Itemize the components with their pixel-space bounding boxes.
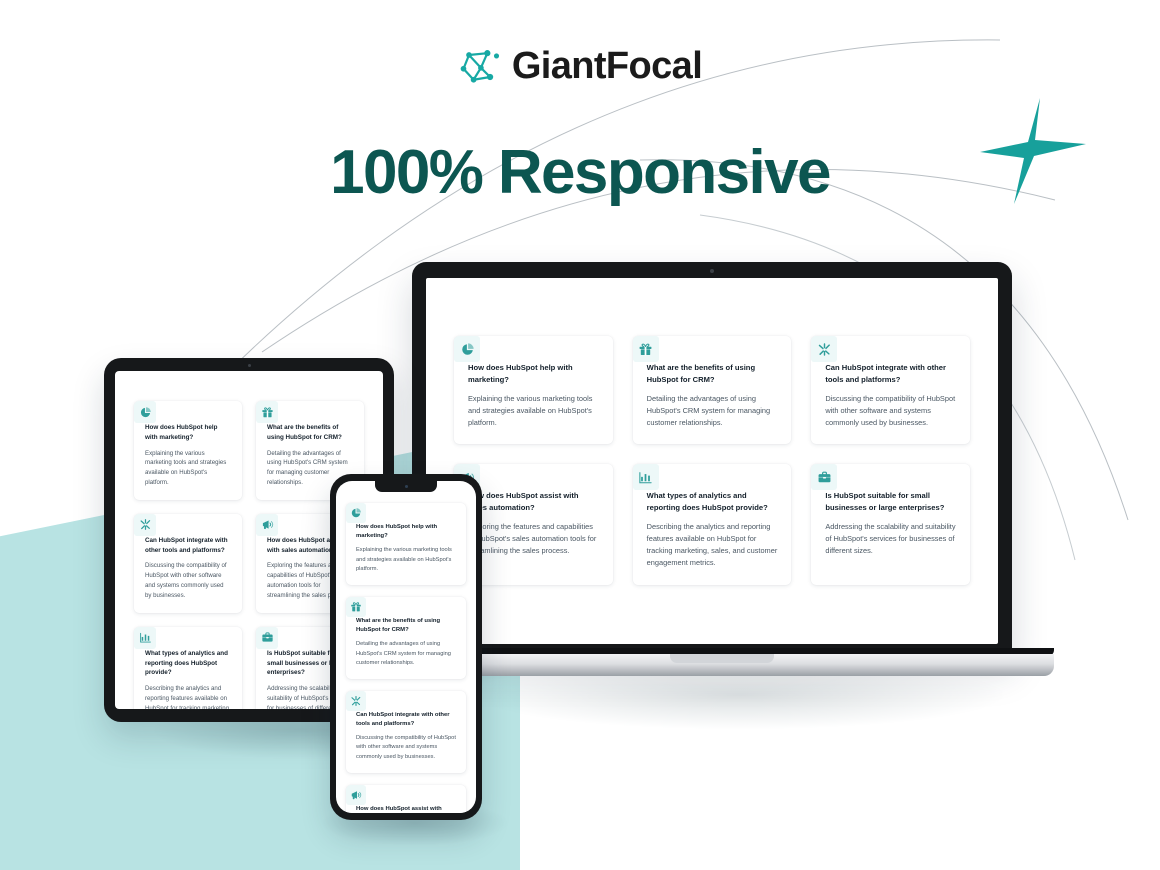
- briefcase-icon: [256, 626, 278, 649]
- faq-question: What types of analytics and reporting do…: [145, 649, 228, 677]
- faq-answer: Describing the analytics and reporting f…: [145, 685, 231, 709]
- faq-answer: Detailing the advantages of using HubSpo…: [646, 393, 771, 427]
- faq-question: How does HubSpot help with marketing?: [145, 424, 218, 441]
- faq-card[interactable]: What types of analytics and reporting do…: [632, 464, 792, 585]
- phone-body: How does HubSpot help with marketing? Exp…: [330, 474, 482, 820]
- faq-answer: Exploring the features and capabilities …: [267, 562, 351, 600]
- faq-answer: Addressing the scalability and suitabili…: [825, 522, 956, 555]
- faq-answer: Explaining the various marketing tools a…: [468, 393, 593, 427]
- megaphone-icon: [346, 784, 366, 805]
- faq-answer: Explaining the various marketing tools a…: [356, 547, 452, 572]
- four-point-star-icon: [980, 98, 1086, 204]
- faq-card[interactable]: Can HubSpot integrate with other tools a…: [134, 513, 242, 613]
- faq-question: How does HubSpot help with marketing?: [356, 524, 438, 540]
- faq-question: How does HubSpot assist with sales autom…: [356, 805, 442, 812]
- faq-card[interactable]: Can HubSpot integrate with other tools a…: [346, 690, 466, 773]
- laptop-hinge: [390, 648, 1054, 656]
- page-title: 100% Responsive: [330, 138, 831, 207]
- pie-chart-icon: [134, 401, 156, 423]
- faq-answer: Discussing the compatibility of HubSpot …: [145, 562, 227, 600]
- faq-answer: Detailing the advantages of using HubSpo…: [356, 641, 451, 666]
- faq-answer: Explaining the various marketing tools a…: [145, 449, 227, 487]
- faq-card[interactable]: Can HubSpot integrate with other tools a…: [811, 336, 970, 445]
- phone-device: How does HubSpot help with marketing? Exp…: [330, 474, 482, 820]
- gift-icon: [346, 596, 366, 617]
- tools-icon: [346, 690, 366, 711]
- brand-name: GiantFocal: [511, 45, 703, 87]
- faq-question: Can HubSpot integrate with other tools a…: [825, 363, 946, 384]
- pie-chart-icon: [454, 336, 480, 362]
- laptop-device: How does HubSpot help with marketing? Exp…: [390, 262, 1054, 676]
- faq-card[interactable]: Is HubSpot suitable for small businesses…: [811, 464, 970, 585]
- laptop-screen: How does HubSpot help with marketing? Exp…: [426, 278, 998, 644]
- tablet-webcam-icon: [247, 364, 251, 367]
- brand-logo: GiantFocal: [0, 44, 1160, 88]
- faq-question: How does HubSpot assist with sales autom…: [267, 536, 345, 554]
- bar-chart-icon: [134, 626, 156, 649]
- faq-question: What are the benefits of using HubSpot f…: [356, 617, 441, 634]
- faq-question: What types of analytics and reporting do…: [646, 491, 768, 513]
- faq-card[interactable]: How does HubSpot help with marketing? Exp…: [454, 336, 613, 445]
- laptop-webcam-icon: [710, 269, 714, 273]
- gift-icon: [632, 336, 659, 362]
- pie-chart-icon: [346, 503, 366, 523]
- tools-icon: [811, 336, 838, 362]
- phone-faq-list: How does HubSpot help with marketing? Exp…: [346, 503, 466, 813]
- bar-chart-icon: [632, 464, 659, 491]
- gift-icon: [256, 401, 278, 423]
- laptop-lid: How does HubSpot help with marketing? Exp…: [412, 262, 1012, 654]
- faq-answer: Describing the analytics and reporting f…: [646, 522, 778, 567]
- hexagon-network-icon: [460, 50, 499, 83]
- faq-answer: Addressing the scalability and suitabili…: [267, 685, 353, 709]
- faq-card[interactable]: What are the benefits of using HubSpot f…: [346, 596, 466, 679]
- faq-answer: Detailing the advantages of using HubSpo…: [267, 449, 348, 487]
- faq-question: Can HubSpot integrate with other tools a…: [356, 711, 450, 728]
- laptop-faq-grid: How does HubSpot help with marketing? Exp…: [454, 336, 970, 585]
- faq-card[interactable]: How does HubSpot help with marketing? Exp…: [134, 401, 242, 500]
- faq-question: Is HubSpot suitable for small businesses…: [267, 649, 344, 677]
- laptop-base: [390, 654, 1054, 676]
- phone-notch-camera-icon: [375, 481, 437, 492]
- faq-question: What are the benefits of using HubSpot f…: [646, 363, 756, 384]
- faq-question: How does HubSpot assist with sales autom…: [468, 491, 579, 513]
- faq-question: Is HubSpot suitable for small businesses…: [825, 491, 945, 513]
- faq-question: What are the benefits of using HubSpot f…: [267, 424, 342, 441]
- faq-card[interactable]: How does HubSpot assist with sales autom…: [346, 784, 466, 813]
- faq-answer: Discussing the compatibility of HubSpot …: [825, 393, 956, 427]
- faq-card[interactable]: What are the benefits of using HubSpot f…: [632, 336, 792, 445]
- faq-answer: Discussing the compatibility of HubSpot …: [356, 735, 456, 760]
- tablet-faq-grid: How does HubSpot help with marketing? Exp…: [134, 401, 364, 709]
- megaphone-icon: [256, 513, 278, 536]
- faq-question: How does HubSpot help with marketing?: [468, 363, 573, 384]
- tools-icon: [134, 513, 156, 536]
- faq-answer: Exploring the features and capabilities …: [468, 522, 597, 555]
- faq-question: Can HubSpot integrate with other tools a…: [145, 536, 228, 554]
- phone-screen: How does HubSpot help with marketing? Exp…: [336, 481, 476, 813]
- faq-card[interactable]: How does HubSpot help with marketing? Exp…: [346, 503, 466, 585]
- faq-card[interactable]: What types of analytics and reporting do…: [134, 626, 242, 709]
- briefcase-icon: [811, 464, 838, 491]
